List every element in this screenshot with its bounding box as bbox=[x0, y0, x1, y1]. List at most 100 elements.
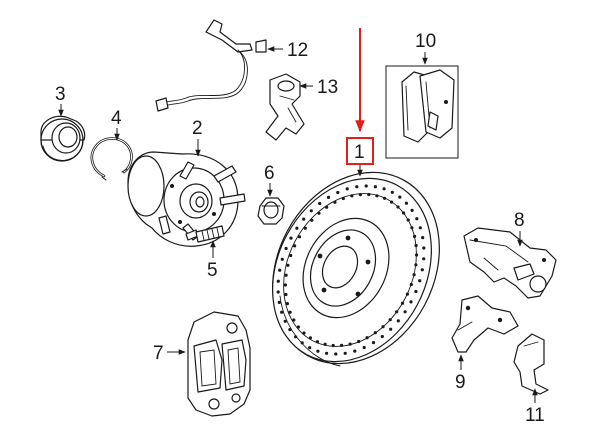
drill-hole bbox=[302, 217, 306, 221]
drill-hole bbox=[373, 185, 377, 189]
drill-hole bbox=[418, 279, 422, 283]
callout-1-highlight-box bbox=[346, 137, 374, 165]
callout-7-label: 7 bbox=[153, 343, 164, 364]
drill-hole bbox=[325, 205, 329, 209]
drill-hole bbox=[302, 331, 306, 335]
drill-hole bbox=[422, 246, 426, 250]
drill-hole bbox=[308, 346, 312, 350]
callout-1-label: 1 bbox=[354, 142, 365, 163]
drill-hole bbox=[404, 201, 408, 205]
drill-hole bbox=[389, 327, 393, 331]
drill-hole bbox=[289, 253, 293, 258]
drill-hole bbox=[315, 340, 319, 344]
drill-hole bbox=[326, 195, 331, 199]
drill-hole bbox=[341, 196, 345, 201]
drill-hole bbox=[318, 201, 322, 206]
drill-hole bbox=[300, 341, 304, 345]
drill-hole bbox=[331, 343, 335, 348]
drill-hole bbox=[280, 257, 284, 261]
drill-hole bbox=[345, 187, 349, 191]
callout-9-label: 9 bbox=[455, 372, 466, 393]
callout-1: 1 bbox=[346, 28, 374, 177]
drill-hole bbox=[422, 257, 426, 261]
drill-hole bbox=[293, 244, 297, 248]
drill-hole bbox=[316, 349, 320, 353]
snap-ring-4[interactable] bbox=[90, 137, 133, 181]
callout-12-label: 12 bbox=[287, 40, 308, 61]
drill-hole bbox=[350, 194, 354, 198]
drill-hole bbox=[348, 342, 352, 346]
wheel-bearing-3[interactable] bbox=[40, 115, 86, 162]
drill-hole bbox=[409, 282, 413, 287]
drill-hole bbox=[336, 190, 340, 195]
callout-13: 13 bbox=[299, 77, 338, 98]
drill-hole bbox=[410, 208, 414, 212]
drill-hole bbox=[421, 236, 425, 240]
drill-hole bbox=[396, 205, 400, 209]
callout-3-label: 3 bbox=[55, 84, 66, 105]
drill-hole bbox=[276, 279, 280, 283]
drill-hole bbox=[420, 268, 424, 272]
drill-hole bbox=[373, 331, 377, 335]
drill-hole bbox=[362, 345, 366, 350]
drill-hole bbox=[340, 343, 344, 347]
brake-wear-sensor-12[interactable] bbox=[155, 19, 267, 112]
drill-hole bbox=[390, 200, 394, 204]
abs-speed-sensor-13[interactable] bbox=[265, 73, 305, 141]
drill-hole bbox=[396, 319, 400, 323]
drill-hole bbox=[286, 263, 290, 267]
drill-hole bbox=[276, 290, 280, 294]
wheel-stud-5[interactable] bbox=[185, 225, 225, 243]
wheel-hub-2[interactable] bbox=[127, 151, 246, 247]
drill-hole bbox=[297, 235, 302, 239]
drill-hole bbox=[343, 351, 347, 355]
mounting-bracket-9[interactable] bbox=[451, 295, 519, 353]
drill-hole bbox=[398, 195, 402, 199]
drill-hole bbox=[364, 184, 368, 188]
callout-11: 11 bbox=[525, 388, 545, 426]
brake-rotor-1[interactable] bbox=[240, 143, 472, 393]
callout-11-label: 11 bbox=[525, 405, 545, 426]
drill-hole bbox=[381, 325, 385, 329]
drill-hole bbox=[278, 268, 282, 272]
drill-hole bbox=[365, 336, 369, 340]
callout-4-label: 4 bbox=[111, 108, 122, 129]
brake-pad-set-10[interactable] bbox=[385, 65, 459, 159]
small-bracket-11[interactable] bbox=[513, 333, 549, 395]
drill-hole bbox=[380, 334, 384, 339]
hub-nut-6[interactable] bbox=[257, 197, 285, 225]
drill-hole bbox=[405, 292, 409, 296]
drill-hole bbox=[325, 351, 329, 355]
drill-hole bbox=[355, 185, 359, 189]
callout-10-label: 10 bbox=[415, 31, 436, 52]
drill-hole bbox=[375, 194, 379, 198]
brake-caliper-7[interactable] bbox=[187, 311, 251, 417]
drill-hole bbox=[353, 349, 357, 353]
drill-hole bbox=[383, 196, 387, 200]
drill-hole bbox=[409, 300, 413, 304]
pad-set-frame bbox=[385, 65, 459, 159]
drill-hole bbox=[280, 310, 284, 314]
drill-hole bbox=[288, 310, 292, 314]
drill-hole bbox=[406, 218, 410, 222]
drill-hole bbox=[295, 226, 299, 230]
drill-hole bbox=[333, 200, 337, 204]
drill-hole bbox=[357, 339, 361, 344]
drill-hole bbox=[415, 253, 419, 257]
drill-hole bbox=[289, 236, 293, 240]
callout-2-label: 2 bbox=[192, 118, 203, 139]
callout-6: 6 bbox=[264, 163, 275, 197]
caliper-bracket-8[interactable] bbox=[463, 227, 557, 299]
drill-hole bbox=[292, 318, 296, 322]
callout-7: 7 bbox=[153, 343, 186, 364]
callout-9: 9 bbox=[455, 354, 466, 393]
rotor-drill-holes bbox=[276, 184, 426, 356]
callout-10: 10 bbox=[415, 31, 436, 65]
drill-hole bbox=[415, 217, 419, 221]
drill-hole bbox=[382, 187, 386, 191]
callout-2: 2 bbox=[192, 118, 203, 157]
callout-5: 5 bbox=[207, 240, 218, 281]
drill-hole bbox=[284, 246, 288, 251]
